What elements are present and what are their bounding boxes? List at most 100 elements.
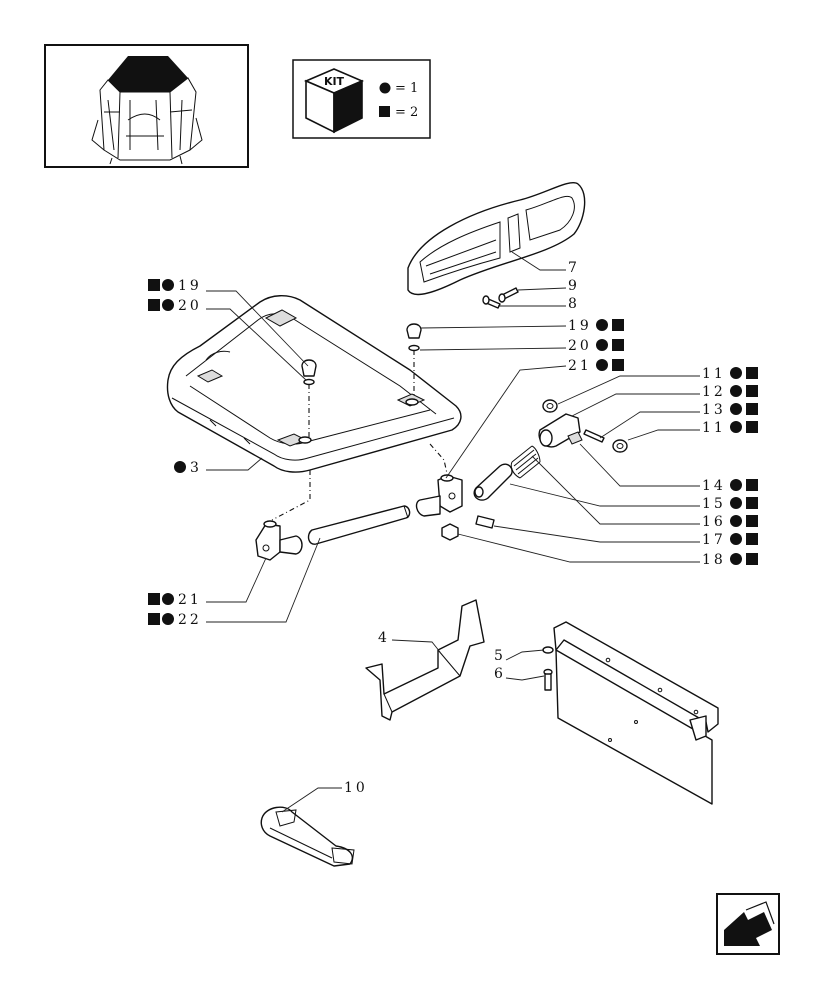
part-bracket (365, 599, 485, 721)
part-strut-fitting-right (415, 474, 463, 517)
circle-marker (730, 367, 742, 379)
part-washer-5 (542, 646, 554, 654)
callout-17: 17 (702, 532, 758, 548)
part-knob-right (406, 323, 422, 352)
callout-number: 8 (568, 296, 580, 312)
assembly-line (271, 470, 311, 521)
circle-marker (596, 359, 608, 371)
callout-9: 9 (568, 278, 580, 294)
square-marker (148, 613, 160, 625)
part-panel (553, 621, 719, 805)
part-pin (475, 515, 495, 529)
callout-11: 11 (702, 366, 758, 382)
circle-marker (162, 279, 174, 291)
circle-marker (596, 339, 608, 351)
callout-number: 20 (568, 338, 592, 354)
callout-number: 14 (702, 478, 726, 494)
back-arrow-icon[interactable] (716, 893, 780, 955)
thumbnail-frame[interactable] (44, 44, 249, 168)
part-grab-handle (260, 806, 355, 867)
circle-value: 1 (410, 81, 418, 96)
part-bolt-6 (543, 668, 553, 691)
callout-20: 20 (568, 338, 624, 354)
part-roof-hatch (166, 295, 462, 473)
callout-number: 21 (568, 358, 592, 374)
circle-marker (162, 299, 174, 311)
square-value: 2 (410, 105, 418, 120)
callout-number: 12 (702, 384, 726, 400)
kit-legend: KIT = 1 = 2 (292, 59, 431, 139)
callout-number: 17 (702, 532, 726, 548)
part-gas-strut (307, 505, 411, 545)
kit-box-icon: KIT (303, 68, 365, 134)
circle-symbol (379, 82, 391, 94)
callout-number: 4 (378, 630, 390, 646)
callout-number: 13 (702, 402, 726, 418)
callout-number: 7 (568, 260, 580, 276)
callout-11: 11 (702, 420, 758, 436)
square-marker (612, 319, 624, 331)
square-marker (612, 339, 624, 351)
callout-number: 11 (702, 366, 726, 382)
circle-marker (596, 319, 608, 331)
part-screw-8 (482, 295, 501, 309)
square-marker (148, 299, 160, 311)
callout-13: 13 (702, 402, 758, 418)
circle-marker (730, 515, 742, 527)
circle-marker (174, 461, 186, 473)
part-hinge-block (538, 413, 583, 448)
part-sun-visor (407, 182, 586, 296)
callout-12: 12 (702, 384, 758, 400)
part-nut (441, 523, 459, 541)
part-screw-9 (498, 287, 519, 303)
part-strut-fitting-left (255, 520, 303, 561)
square-marker (746, 533, 758, 545)
callout-number: 6 (494, 666, 506, 682)
part-spring (510, 445, 541, 479)
square-marker (746, 421, 758, 433)
circle-marker (162, 593, 174, 605)
circle-marker (730, 403, 742, 415)
square-marker (746, 515, 758, 527)
callout-number: 19 (568, 318, 592, 334)
tractor-cab-roof-icon (91, 56, 203, 165)
callout-number: 11 (702, 420, 726, 436)
callout-22: 22 (148, 612, 199, 628)
square-marker (148, 593, 160, 605)
callout-number: 3 (190, 460, 202, 476)
square-marker (148, 279, 160, 291)
callout-number: 9 (568, 278, 580, 294)
callout-8: 8 (568, 296, 580, 312)
circle-marker (730, 533, 742, 545)
callout-number: 18 (702, 552, 726, 568)
assembly-line (429, 443, 449, 479)
circle-marker (162, 613, 174, 625)
part-knob-left (301, 359, 317, 386)
square-marker (612, 359, 624, 371)
part-washer-11a (542, 399, 558, 413)
part-washer-11b (612, 439, 628, 453)
callout-21: 21 (148, 592, 202, 608)
callout-19: 19 (568, 318, 624, 334)
callout-21: 21 (568, 358, 624, 374)
callout-7: 7 (568, 260, 580, 276)
callout-number: 16 (702, 514, 726, 530)
leader-lines (206, 251, 700, 813)
callout-number: 19 (178, 278, 202, 294)
kit-label: KIT (324, 75, 345, 88)
square-marker (746, 497, 758, 509)
square-marker (746, 367, 758, 379)
callout-19: 19 (148, 278, 202, 294)
callout-15: 15 (702, 496, 758, 512)
part-lever-handle (473, 463, 513, 501)
circle-marker (730, 385, 742, 397)
callout-20: 20 (148, 298, 199, 314)
square-marker (746, 385, 758, 397)
callout-number: 10 (344, 780, 368, 796)
square-symbol (379, 106, 390, 117)
callout-14: 14 (702, 478, 758, 494)
circle-equals: = (395, 81, 406, 96)
callout-number: 21 (178, 592, 202, 608)
circle-marker (730, 497, 742, 509)
